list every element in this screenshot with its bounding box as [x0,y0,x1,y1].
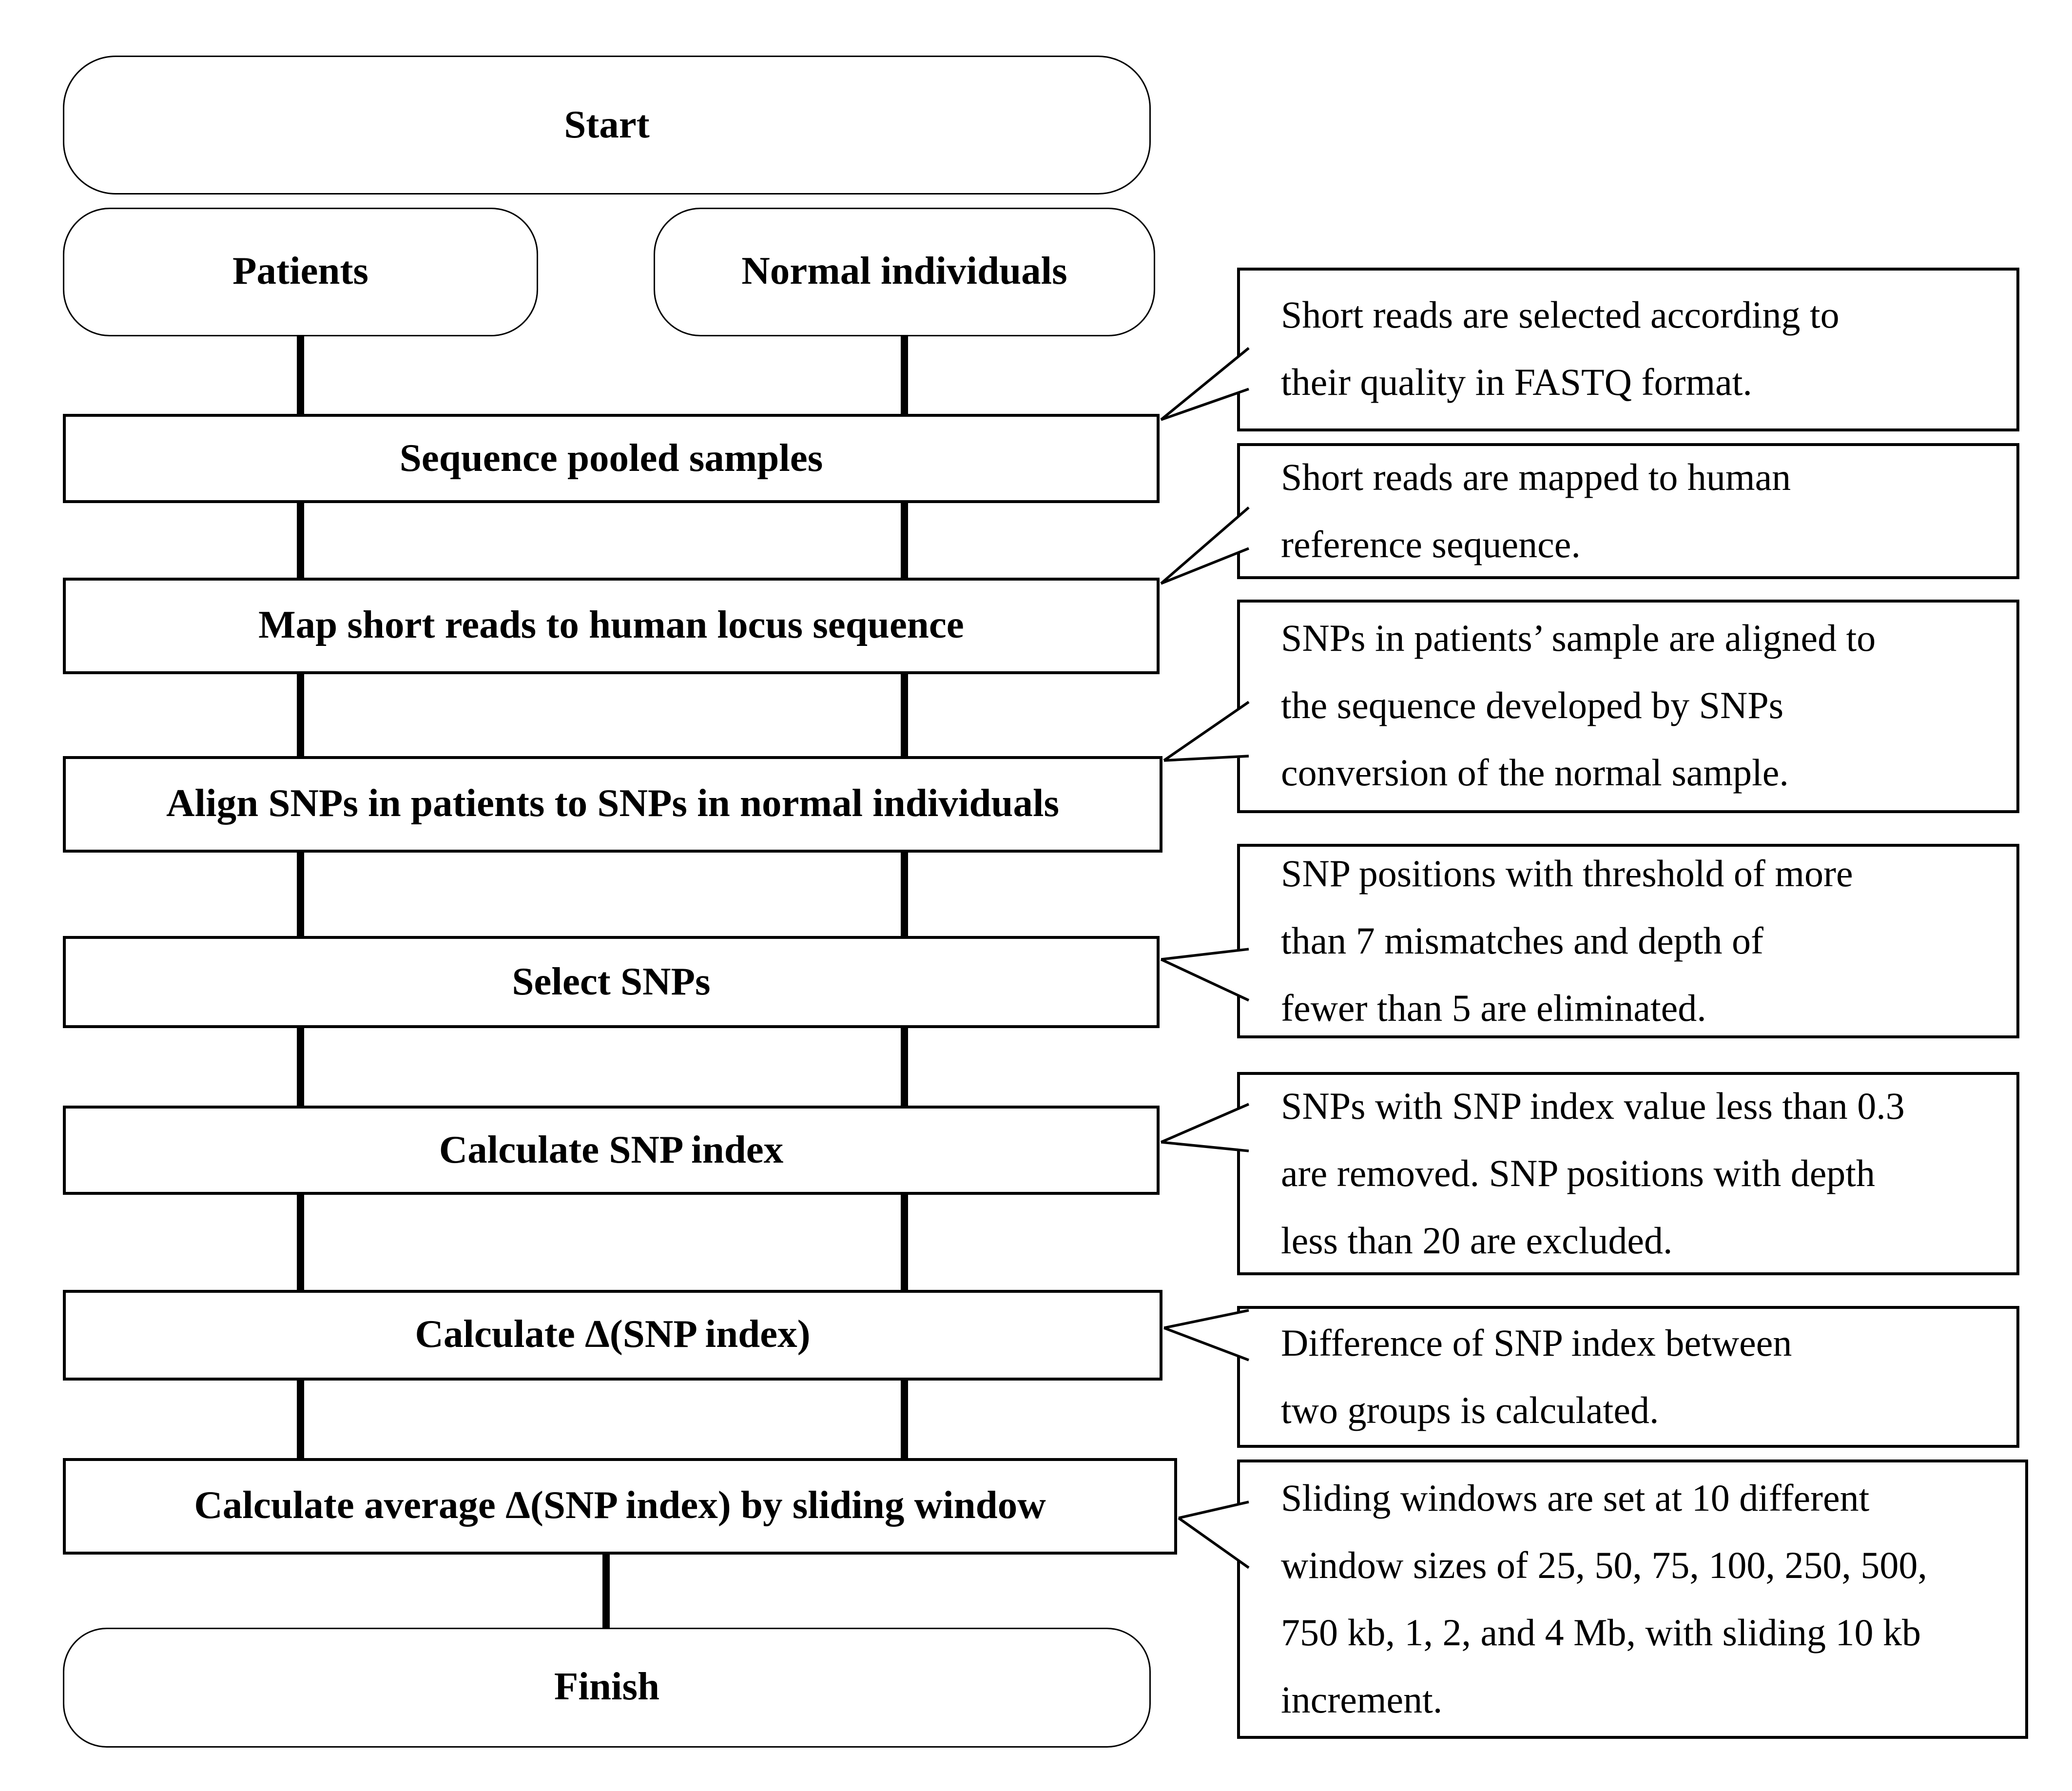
step-label: Calculate Δ(SNP index) [415,1312,811,1356]
annotation-line: two groups is calculated. [1281,1388,1659,1431]
start-node: Start [63,56,1151,195]
callout-pointer-2 [1160,506,1250,585]
annotation-callout-snp-index: SNPs with SNP index value less than 0.3 … [1237,1072,2019,1275]
step-calculate-delta-snp-index: Calculate Δ(SNP index) [63,1290,1162,1381]
step-label: Map short reads to human locus sequence [258,603,964,647]
annotation-line: Sliding windows are set at 10 different [1281,1476,1870,1519]
annotation-line: the sequence developed by SNPs [1281,684,1784,727]
annotation-callout-mapping: Short reads are mapped to human referenc… [1237,443,2019,579]
annotation-line: Short reads are mapped to human [1281,455,1791,498]
step-calculate-snp-index: Calculate SNP index [63,1106,1160,1195]
annotation-callout-delta: Difference of SNP index between two grou… [1237,1306,2019,1448]
normal-individuals-node: Normal individuals [654,208,1155,336]
annotation-line: 750 kb, 1, 2, and 4 Mb, with sliding 10 … [1281,1611,1921,1654]
annotation-callout-alignment: SNPs in patients’ sample are aligned to … [1237,600,2019,813]
annotation-line: Short reads are selected according to [1281,294,1840,336]
finish-node: Finish [63,1628,1151,1748]
step-select-snps: Select SNPs [63,936,1160,1028]
step-label: Sequence pooled samples [399,435,823,479]
annotation-line: than 7 mismatches and depth of [1281,919,1763,962]
callout-pointer-1 [1160,347,1250,421]
step-sequence-pooled-samples: Sequence pooled samples [63,414,1160,503]
annotation-line: SNPs with SNP index value less than 0.3 [1281,1084,1905,1127]
annotation-line: SNP positions with threshold of more [1281,852,1853,895]
step-align-snps: Align SNPs in patients to SNPs in normal… [63,756,1162,853]
annotation-line: conversion of the normal sample. [1281,752,1789,794]
annotation-line: fewer than 5 are eliminated. [1281,986,1706,1029]
annotation-line: Difference of SNP index between [1281,1321,1792,1364]
step-calculate-average-delta: Calculate average Δ(SNP index) by slidin… [63,1458,1177,1555]
step-map-short-reads: Map short reads to human locus sequence [63,578,1160,674]
patients-node: Patients [63,208,538,336]
annotation-callout-sliding-window: Sliding windows are set at 10 different … [1237,1460,2028,1739]
annotation-line: are removed. SNP positions with depth [1281,1151,1875,1194]
step-label: Select SNPs [512,958,711,1003]
callout-pointer-3 [1163,701,1250,762]
annotation-line: window sizes of 25, 50, 75, 100, 250, 50… [1281,1543,1927,1586]
connector-line-finish [602,1553,610,1631]
patients-label: Patients [232,249,368,293]
start-label: Start [564,101,650,146]
step-label: Align SNPs in patients to SNPs in normal… [166,781,1059,825]
annotation-line: their quality in FASTQ format. [1281,361,1752,404]
step-label: Calculate SNP index [439,1127,784,1171]
annotation-line: less than 20 are excluded. [1281,1219,1673,1262]
callout-pointer-5 [1160,1103,1250,1152]
annotation-callout-fastq: Short reads are selected according to th… [1237,268,2019,431]
finish-label: Finish [554,1664,660,1709]
callout-pointer-4 [1160,948,1250,1002]
annotation-line: reference sequence. [1281,523,1581,565]
callout-pointer-6 [1163,1309,1249,1362]
normal-individuals-label: Normal individuals [741,249,1067,293]
annotation-line: SNPs in patients’ sample are aligned to [1281,617,1876,660]
step-label: Calculate average Δ(SNP index) by slidin… [194,1483,1046,1527]
annotation-line: increment. [1281,1678,1443,1721]
annotation-callout-snp-filter: SNP positions with threshold of more tha… [1237,844,2019,1038]
